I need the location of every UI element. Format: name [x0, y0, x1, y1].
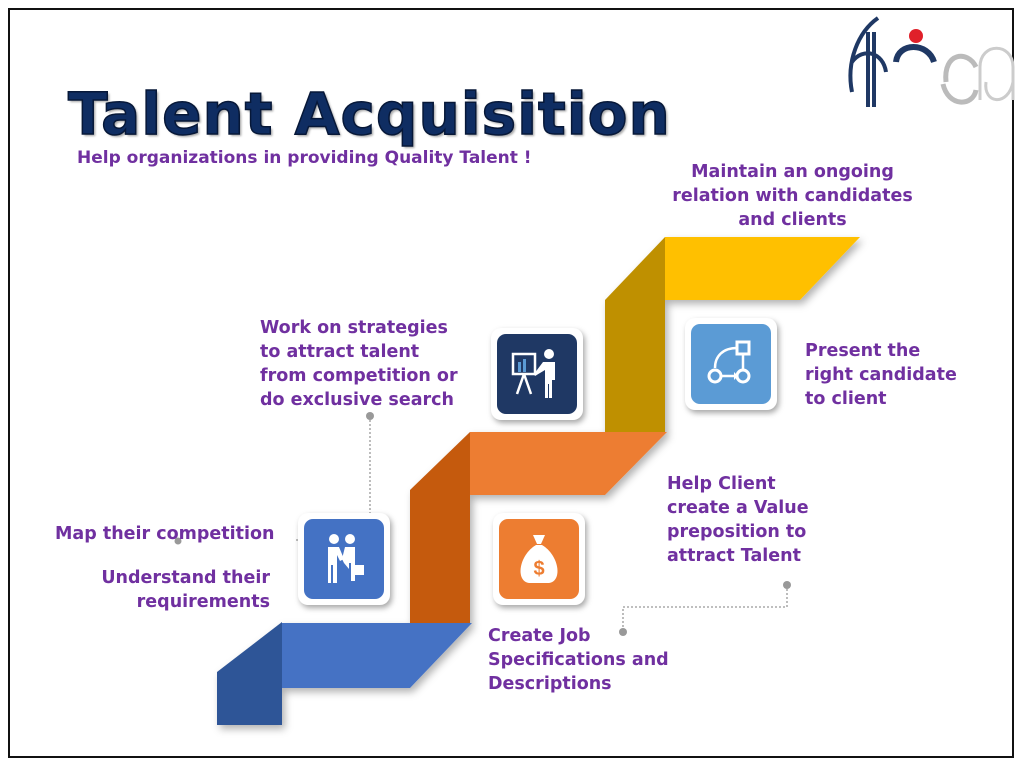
text-line: right candidate [805, 365, 957, 385]
step-2-riser [410, 432, 470, 623]
page-subtitle: Help organizations in providing Quality … [77, 148, 532, 168]
step-1-riser [217, 622, 282, 725]
presentation-icon [511, 349, 555, 398]
text-line: to client [805, 389, 887, 409]
text-line: Present the [805, 341, 921, 361]
text-line: from competition or [260, 366, 458, 386]
connector-dot [174, 537, 182, 545]
text-line: relation with candidates [672, 186, 913, 206]
connector-dot [366, 412, 374, 420]
present-candidate-text: Present the right candidate to client [805, 339, 957, 411]
create-job-specs-text: Create Job Specifications and Descriptio… [488, 624, 669, 696]
step-1-tread [282, 623, 472, 688]
connector-dot [619, 628, 627, 636]
text-line: do exclusive search [260, 390, 454, 410]
map-competition-text: Map their competition [55, 522, 275, 546]
text-line: Descriptions [488, 674, 612, 694]
text-line: create a Value [667, 498, 809, 518]
step-3-riser [605, 237, 665, 432]
connector-dot [783, 581, 791, 589]
money-bag-icon-tile: $ [493, 513, 585, 605]
text-line: Create Job [488, 626, 591, 646]
workflow-icon [707, 340, 751, 384]
understand-requirements-text: Understand their requirements [60, 566, 270, 614]
dollar-sign: $ [533, 558, 544, 580]
handshake-icon [328, 534, 364, 583]
work-on-strategies-text: Work on strategies to attract talent fro… [260, 316, 458, 412]
text-line: Maintain an ongoing [691, 162, 894, 182]
text-line: attract Talent [667, 546, 801, 566]
text-line: and clients [738, 210, 847, 230]
text-line: Work on strategies [260, 318, 448, 338]
page-title: Talent Acquisition [67, 79, 671, 149]
text-line: Understand their [101, 568, 270, 588]
text-line: Specifications and [488, 650, 669, 670]
workflow-icon-tile [685, 318, 777, 410]
fica-logo [848, 16, 1015, 107]
text-line: preposition to [667, 522, 807, 542]
help-client-text: Help Client create a Value preposition t… [667, 472, 809, 568]
step-3-tread [665, 237, 860, 300]
presentation-icon-tile [491, 328, 583, 420]
step-2-tread [470, 432, 667, 495]
handshake-icon-tile [298, 513, 390, 605]
text-line: Map their competition [55, 524, 275, 544]
maintain-relation-text: Maintain an ongoing relation with candid… [640, 160, 945, 232]
text-line: requirements [136, 592, 270, 612]
slide-frame [8, 8, 1014, 758]
text-line: Help Client [667, 474, 776, 494]
money-bag-icon: $ [520, 535, 558, 583]
text-line: to attract talent [260, 342, 420, 362]
